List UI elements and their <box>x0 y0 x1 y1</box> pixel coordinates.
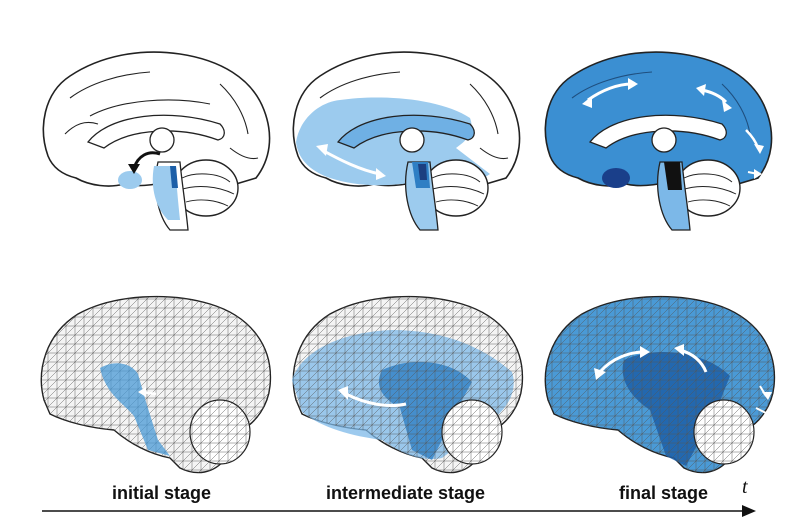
brain-mesh-final <box>534 290 784 485</box>
brain-drawing-intermediate <box>280 38 525 238</box>
brain-drawing-final <box>532 38 777 238</box>
brain-mesh-initial <box>30 290 280 485</box>
mesh-spread-initial <box>100 363 170 456</box>
origin-region-light <box>118 171 142 189</box>
corpus-callosum <box>86 114 225 149</box>
stage-label-final: final stage <box>619 483 709 503</box>
brain-mesh-intermediate <box>282 290 532 485</box>
brain-drawing-initial <box>30 38 275 238</box>
time-axis-label: t <box>742 476 748 498</box>
stage-label-initial: initial stage <box>112 483 212 503</box>
stage-label-intermediate: intermediate stage <box>326 483 486 503</box>
